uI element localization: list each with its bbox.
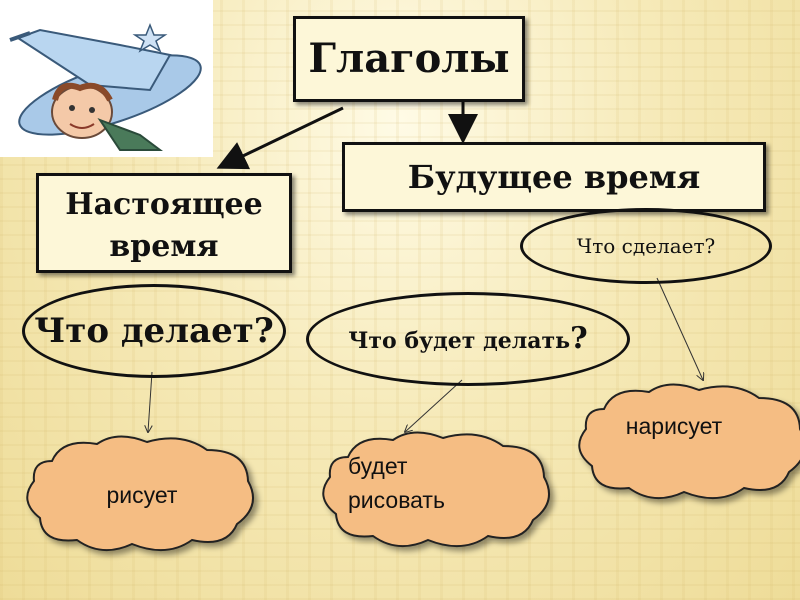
arrow-root-to-present <box>216 106 344 170</box>
arrow-simple-to-answer <box>656 277 703 380</box>
root-box: Глаголы <box>293 16 525 102</box>
compound-question-oval: Что будет делать? <box>306 292 630 386</box>
arrow-present-to-answer <box>148 371 153 432</box>
present-tense-line2: время <box>109 229 219 264</box>
answer-compound-line2: рисовать <box>348 487 445 513</box>
cloud-simple-answer: нарисует <box>578 383 800 500</box>
present-question-oval: Что делает? <box>22 284 286 378</box>
compound-question: Что будет делать <box>348 328 571 354</box>
present-tense-line1: Настоящее <box>65 187 263 222</box>
wizard-illustration <box>0 0 213 157</box>
present-question: Что делает? <box>34 311 274 351</box>
simple-question-oval: Что сделает? <box>520 208 772 284</box>
future-tense-box: Будущее время <box>342 142 766 212</box>
cloud-compound-answer: будет рисовать <box>322 431 551 548</box>
future-tense-label: Будущее время <box>407 158 701 196</box>
answer-compound-line1: будет <box>348 453 408 479</box>
answer-present: рисует <box>107 482 178 508</box>
present-tense-box: Настоящее время <box>36 173 292 273</box>
cloud-present-answer: рисует <box>26 435 255 552</box>
answer-simple: нарисует <box>626 413 723 439</box>
simple-question: Что сделает? <box>576 234 716 258</box>
root-label: Глаголы <box>308 35 510 82</box>
compound-question-mark: ? <box>570 321 588 356</box>
wizard-icon <box>9 22 202 151</box>
arrow-compound-to-answer <box>405 379 463 432</box>
